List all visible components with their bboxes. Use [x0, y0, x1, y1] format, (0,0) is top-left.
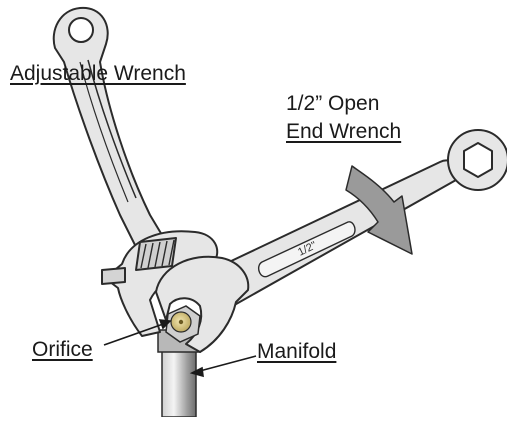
label-open-end-wrench-line1: 1/2” Open: [286, 92, 380, 115]
leader-lines: [103, 319, 257, 378]
orifice-nut: [165, 305, 201, 343]
label-adjustable-wrench: Adjustable Wrench: [10, 62, 186, 85]
clockwise-arrow-icon: [345, 165, 413, 255]
label-manifold: Manifold: [257, 340, 337, 363]
label-orifice: Orifice: [32, 338, 93, 361]
open-end-wrench: [155, 129, 507, 353]
label-open-end-wrench-line2: End Wrench: [286, 120, 402, 143]
adjustable-wrench: [52, 6, 219, 337]
